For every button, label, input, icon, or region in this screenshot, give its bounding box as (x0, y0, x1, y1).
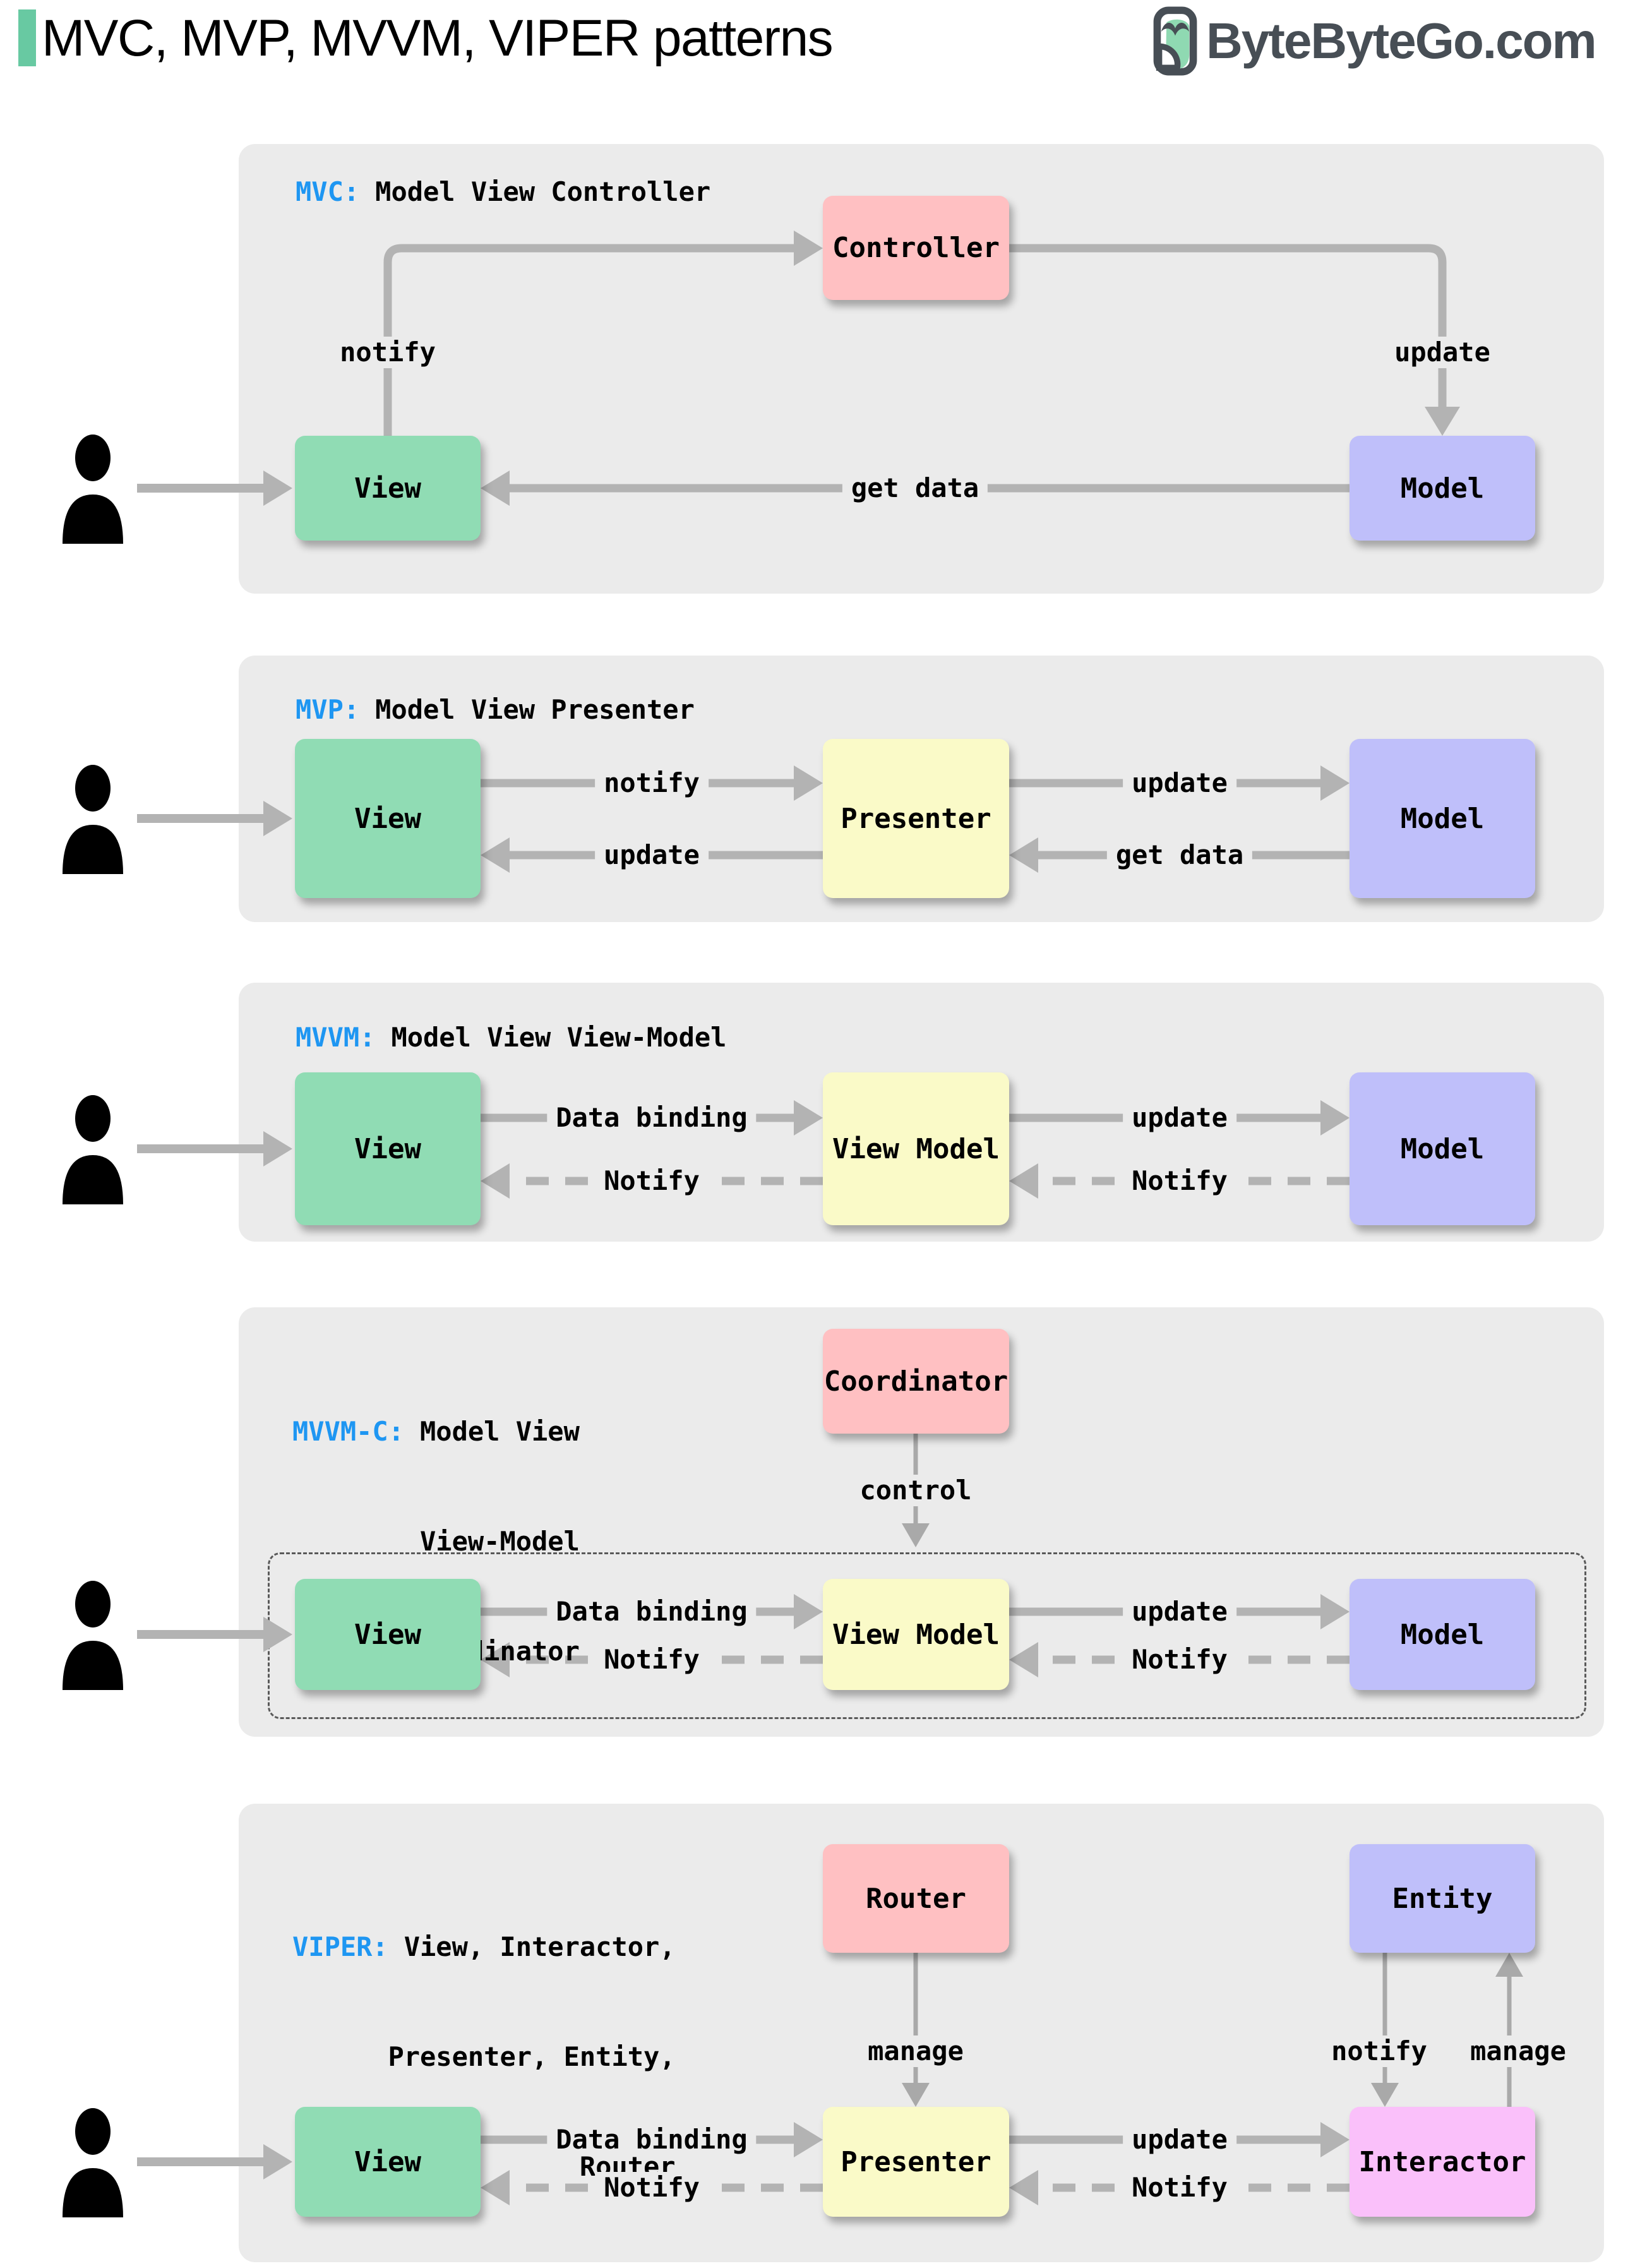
mvvm-databinding-label: Data binding (547, 1102, 757, 1134)
mvc-panel: MVC:Model View Controller notify update … (239, 144, 1604, 594)
mvp-tag: MVP: (296, 694, 360, 725)
mvvmc-subtitle-line1: Model View (420, 1416, 580, 1447)
mvvm-update-label: update (1123, 1102, 1236, 1134)
viper-notify-entity-label: notify (1322, 2035, 1436, 2067)
mvvmc-control-label: control (851, 1475, 981, 1506)
viper-databinding-label: Data binding (547, 2124, 757, 2155)
mvc-tag: MVC: (296, 176, 360, 207)
mvc-subtitle: Model View Controller (375, 176, 711, 207)
mvvm-caption: MVVM: Model View View-Model (296, 1019, 726, 1056)
mvvm-view-box: View (295, 1072, 481, 1225)
mvvm-model-box: Model (1350, 1072, 1535, 1225)
mvc-getdata-arrowhead (481, 471, 510, 506)
viper-view-box: View (295, 2107, 481, 2217)
mvp-update-view-label: update (595, 839, 709, 871)
viper-manage-router-label: manage (859, 2035, 973, 2067)
mvvmc-databinding-label: Data binding (547, 1596, 757, 1628)
mvp-caption: MVP: Model View Presenter (296, 692, 695, 728)
mvvm-notify-vm-label: Notify (1123, 1165, 1236, 1197)
mvc-update-arrowhead (1425, 407, 1460, 436)
mvc-controller-box: Controller (823, 196, 1009, 300)
viper-tag: VIPER: (292, 1931, 388, 1962)
mvvm-viewmodel-box: View Model (823, 1072, 1009, 1225)
user-icon (63, 435, 292, 544)
mvc-notify-arrowhead (794, 231, 823, 266)
mvc-notify-arrow (383, 244, 794, 436)
mvc-caption: MVC: Model View Controller (296, 174, 710, 210)
viper-panel: VIPER: View, Interactor, Presenter, Entit… (239, 1804, 1604, 2262)
mvvm-subtitle: Model View View-Model (391, 1022, 727, 1053)
viper-notify-view-label: Notify (595, 2172, 709, 2203)
mvvm-tag: MVVM: (296, 1022, 376, 1053)
bytebytego-owl-icon (1153, 6, 1197, 76)
page-title: MVC, MVP, MVVM, VIPER patterns (42, 9, 834, 67)
mvc-model-box: Model (1350, 436, 1535, 541)
mvvmc-view-box: View (295, 1579, 481, 1690)
bytebytego-logo-text: ByteByteGo.com (1206, 13, 1597, 69)
mvp-subtitle: Model View Presenter (375, 694, 695, 725)
mvc-update-label: update (1386, 337, 1499, 368)
title-accent-bar (18, 9, 36, 66)
user-icon (63, 1581, 292, 1690)
mvp-model-box: Model (1350, 739, 1535, 898)
viper-notify-presenter-label: Notify (1123, 2172, 1236, 2203)
mvp-update-model-label: update (1123, 767, 1236, 799)
bytebytego-logo: ByteByteGo.com (1153, 4, 1597, 78)
mvvm-notify-view-label: Notify (595, 1165, 709, 1197)
mvvmc-panel: MVVM-C: Model View View-Model Coordinator… (239, 1307, 1604, 1737)
mvp-panel: MVP: Model View Presenter notify update u… (239, 656, 1604, 922)
mvvmc-update-label: update (1123, 1596, 1236, 1628)
viper-interactor-box: Interactor (1350, 2107, 1535, 2217)
mvp-notify-label: notify (595, 767, 709, 799)
mvp-getdata-label: get data (1106, 839, 1253, 871)
owl-wings (1161, 23, 1190, 36)
viper-subtitle-line1: View, Interactor, (404, 1931, 676, 1962)
user-icon (63, 765, 292, 874)
viper-router-box: Router (823, 1844, 1009, 1953)
mvc-update-arrow (1009, 244, 1447, 407)
mvvm-panel: MVVM:Model View View-Model Data binding … (239, 983, 1604, 1242)
mvc-view-box: View (295, 436, 481, 541)
viper-subtitle-line2: Presenter, Entity, (388, 2041, 676, 2072)
mvc-getdata-label: get data (842, 472, 988, 504)
viper-presenter-box: Presenter (823, 2107, 1009, 2217)
mvvmc-notify-view-label: Notify (595, 1644, 709, 1676)
mvvmc-subtitle-line2: View-Model (420, 1526, 580, 1557)
mvvmc-tag: MVVM-C: (292, 1416, 405, 1447)
viper-update-label: update (1123, 2124, 1236, 2155)
user-icon (63, 2108, 292, 2217)
mvp-presenter-box: Presenter (823, 739, 1009, 898)
mvc-notify-label: notify (331, 337, 445, 368)
mvvmc-model-box: Model (1350, 1579, 1535, 1690)
viper-entity-box: Entity (1350, 1844, 1535, 1953)
viper-manage-entity-label: manage (1461, 2035, 1575, 2067)
mvvmc-viewmodel-box: View Model (823, 1579, 1009, 1690)
user-icon (63, 1095, 292, 1204)
mvvmc-notify-vm-label: Notify (1123, 1644, 1236, 1676)
owl-belly (1156, 43, 1181, 71)
mvvmc-coordinator-box: Coordinator (823, 1329, 1009, 1434)
mvp-view-box: View (295, 739, 481, 898)
